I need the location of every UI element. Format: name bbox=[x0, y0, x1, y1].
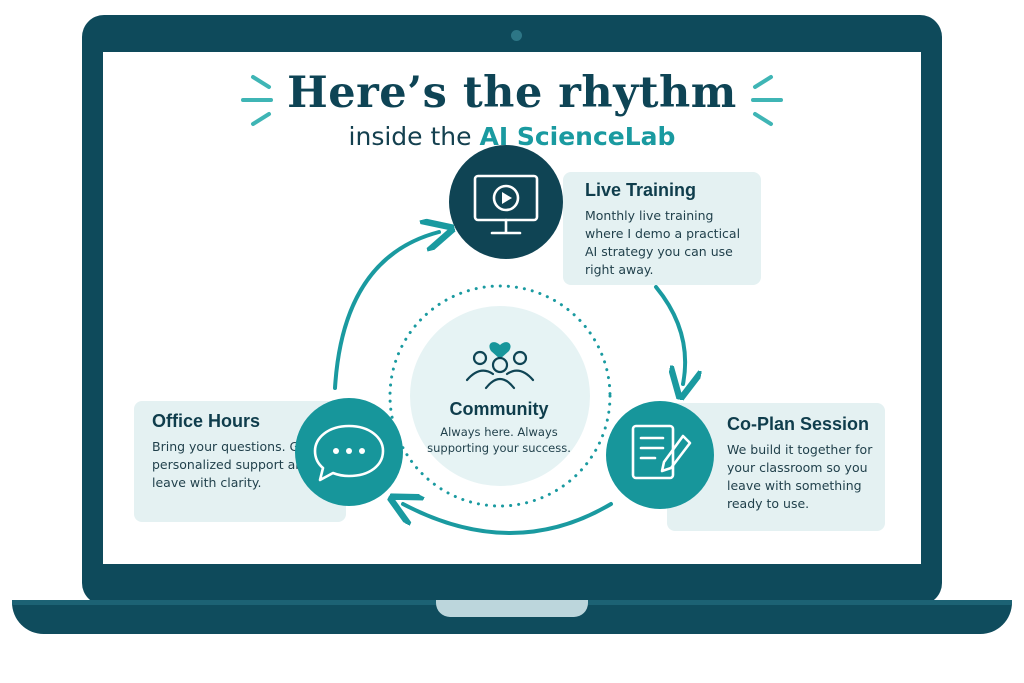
live-training-card: Live Training Monthly live training wher… bbox=[563, 172, 761, 285]
webcam-icon bbox=[511, 30, 522, 41]
dotted-ring bbox=[388, 284, 612, 508]
community-circle bbox=[410, 306, 590, 486]
co-plan-description: We build it together for your classroom … bbox=[727, 442, 873, 511]
live-training-title: Live Training bbox=[585, 180, 697, 200]
subtitle-prefix: inside the bbox=[348, 122, 480, 151]
arrow-office-to-live bbox=[333, 232, 439, 390]
spark-right-icon bbox=[751, 75, 783, 126]
arrow-coplan-to-office bbox=[403, 504, 613, 535]
cycle-nodes-layer bbox=[295, 145, 714, 509]
community-description: Always here. Always supporting your succ… bbox=[427, 425, 571, 455]
laptop-notch bbox=[436, 600, 588, 617]
arrow-live-to-coplan bbox=[654, 285, 685, 384]
community-heart-icon bbox=[465, 342, 535, 390]
office-hours-description: Bring your questions. Get personalized s… bbox=[152, 439, 312, 490]
community-title: Community bbox=[449, 399, 549, 419]
co-plan-title: Co-Plan Session bbox=[727, 414, 870, 434]
office-hours-title: Office Hours bbox=[152, 411, 261, 431]
chat-bubble-icon bbox=[313, 424, 385, 482]
co-plan-node bbox=[606, 401, 714, 509]
spark-left-icon bbox=[241, 75, 273, 126]
document-pencil-icon bbox=[631, 424, 692, 480]
cycle-graphic bbox=[241, 75, 783, 535]
laptop-screen: Here’s the rhythm inside the AI ScienceL… bbox=[103, 52, 921, 564]
community-center: Community Always here. Always supporting… bbox=[408, 303, 590, 456]
monitor-play-icon bbox=[473, 174, 539, 235]
live-training-description: Monthly live training where I demo a pra… bbox=[585, 208, 741, 277]
page-title: Here’s the rhythm bbox=[287, 68, 737, 118]
live-training-node bbox=[449, 145, 563, 259]
